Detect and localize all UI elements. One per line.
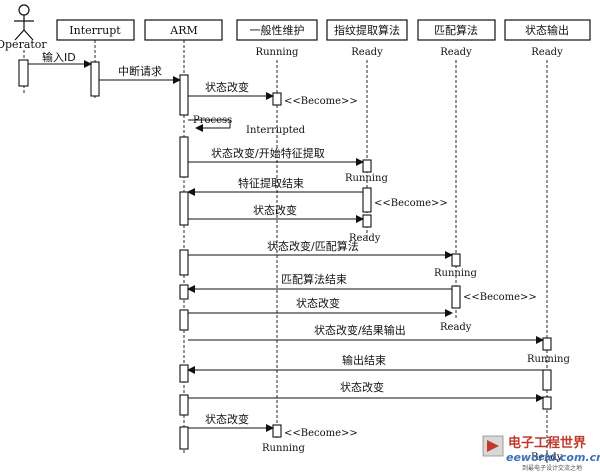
msg-output-end: 输出结束: [342, 353, 386, 367]
msg-start-extraction: 状态改变/开始特征提取: [211, 146, 325, 160]
msg-state-change-1: 状态改变: [205, 80, 249, 94]
lifeline-matching-label: 匹配算法: [434, 23, 478, 37]
lifeline-maintenance-header: 一般性维护: [236, 19, 318, 41]
note-running-2: Running: [434, 268, 477, 279]
note-ready-1: Ready: [349, 233, 381, 244]
lifeline-matching-header: 匹配算法: [417, 19, 496, 41]
lifeline-fingerprint-header: 指纹提取算法: [326, 19, 408, 41]
lifeline-interrupt-header: Interrupt: [56, 19, 135, 41]
message-arrows: [28, 60, 544, 432]
msg-output-result: 状态改变/结果输出: [314, 323, 406, 337]
maintenance-state-label: Running: [256, 47, 299, 58]
lifeline-arm-label: ARM: [169, 24, 198, 37]
msg-state-change-3: 状态改变: [296, 296, 340, 310]
lifeline-interrupt-label: Interrupt: [69, 24, 121, 37]
msg-state-change-5: 状态改变: [205, 412, 249, 426]
note-become-1: <<Become>>: [284, 96, 358, 107]
eeworld-logo-icon: [482, 435, 504, 457]
msg-start-matching: 状态改变/匹配算法: [267, 239, 359, 253]
lifeline-output-header: 状态输出: [504, 19, 591, 41]
output-state-label: Ready: [531, 47, 563, 58]
note-become-4: <<Become>>: [284, 428, 358, 439]
fingerprint-state-label: Ready: [351, 47, 383, 58]
note-ready-2: Ready: [440, 322, 472, 333]
watermark-tagline: 到最电子设计交流之地: [522, 464, 582, 472]
note-become-2: <<Become>>: [374, 198, 448, 209]
msg-extraction-end: 特征提取结束: [238, 176, 304, 190]
matching-state-label: Ready: [440, 47, 472, 58]
lifeline-maintenance-label: 一般性维护: [250, 23, 305, 37]
note-running-3: Running: [527, 354, 570, 365]
eeworld-watermark: 电子工程世界 eeworld.com.cn 到最电子设计交流之地: [482, 435, 600, 472]
msg-matching-end: 匹配算法结束: [281, 272, 347, 286]
msg-input-id: 输入ID: [42, 50, 76, 64]
note-running-4: Running: [262, 443, 305, 454]
operator-actor-icon: [14, 4, 34, 41]
msg-state-change-4: 状态改变: [340, 380, 384, 394]
operator-label: Operator: [0, 38, 47, 51]
note-running-1: Running: [345, 173, 388, 184]
lifeline-fingerprint-label: 指纹提取算法: [334, 23, 400, 37]
watermark-title: 电子工程世界: [508, 435, 586, 451]
note-interrupted: Interrupted: [246, 125, 306, 136]
msg-state-change-2: 状态改变: [253, 203, 297, 217]
note-become-3: <<Become>>: [463, 292, 537, 303]
note-ready-3: Ready: [531, 452, 563, 463]
lifeline-output-label: 状态输出: [525, 23, 569, 37]
lifeline-arm-header: ARM: [144, 19, 223, 41]
msg-interrupt-request: 中断请求: [118, 64, 162, 78]
watermark-site: eeworld.com.cn: [506, 451, 600, 464]
note-process: Process: [193, 115, 232, 126]
